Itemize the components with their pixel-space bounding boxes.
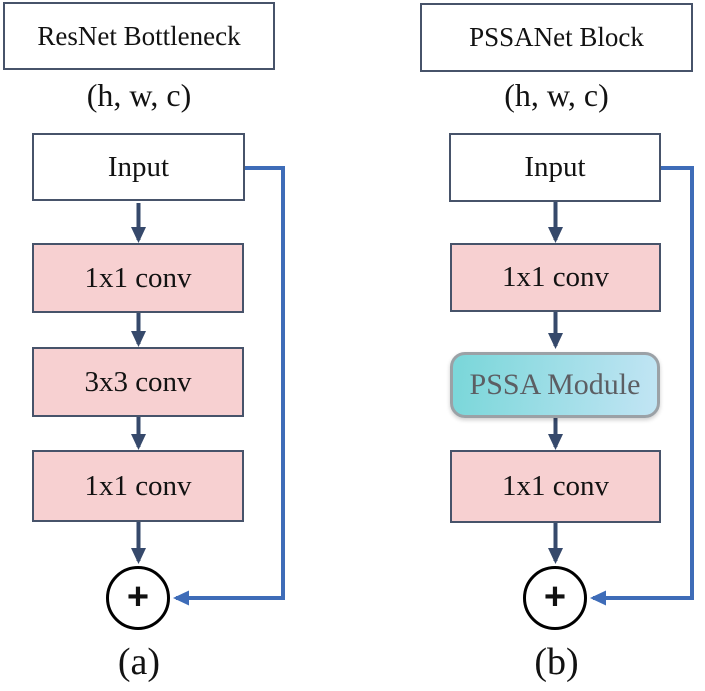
- resnet-input-label: Input: [107, 150, 170, 183]
- caption-b: (b): [534, 641, 579, 683]
- pssanet-add-circle: +: [523, 566, 587, 630]
- resnet-conv3-label: 1x1 conv: [84, 469, 192, 502]
- resnet-title-box: ResNet Bottleneck: [3, 2, 275, 70]
- caption-a: (a): [117, 641, 161, 683]
- resnet-title: ResNet Bottleneck: [37, 20, 241, 51]
- resnet-shape-label: (h, w, c): [86, 77, 192, 113]
- pssanet-shape-label: (h, w, c): [504, 77, 609, 113]
- resnet-conv1-box: 1x1 conv: [32, 243, 244, 313]
- pssanet-conv2-box: 1x1 conv: [450, 450, 661, 523]
- pssanet-title: PSSANet Block: [469, 22, 644, 52]
- resnet-add-circle: +: [106, 566, 170, 630]
- resnet-conv3-box: 1x1 conv: [32, 450, 244, 522]
- resnet-conv1-label: 1x1 conv: [84, 261, 192, 294]
- pssanet-conv1-label: 1x1 conv: [501, 261, 610, 293]
- resnet-conv2-label: 3x3 conv: [84, 365, 192, 398]
- pssanet-title-box: PSSANet Block: [420, 3, 693, 72]
- pssanet-input-box: Input: [449, 133, 661, 202]
- pssa-module-box: PSSA Module: [450, 352, 660, 418]
- pssanet-conv1-box: 1x1 conv: [450, 243, 661, 312]
- pssanet-conv2-label: 1x1 conv: [501, 470, 610, 502]
- pssa-module-label: PSSA Module: [469, 368, 641, 401]
- plus-icon: +: [543, 575, 567, 618]
- resnet-input-box: Input: [32, 133, 245, 201]
- pssanet-input-label: Input: [524, 151, 586, 183]
- resnet-conv2-box: 3x3 conv: [32, 347, 244, 417]
- plus-icon: +: [126, 575, 150, 618]
